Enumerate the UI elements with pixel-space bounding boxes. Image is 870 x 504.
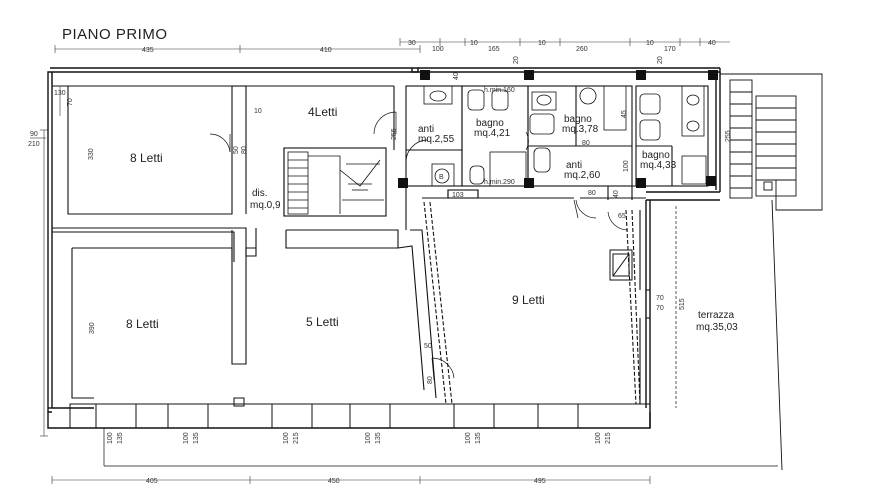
dim-70a: 70 bbox=[656, 295, 664, 302]
dim-90: 90 bbox=[30, 131, 38, 138]
win2-h: 135 bbox=[193, 432, 200, 444]
dim-top-170: 170 bbox=[664, 46, 676, 53]
anti2-area: mq.2,60 bbox=[564, 170, 601, 181]
win5-w: 100 bbox=[465, 432, 472, 444]
terrazza-area: mq.35,03 bbox=[696, 322, 738, 333]
wall-columns bbox=[398, 70, 718, 188]
win3-w: 100 bbox=[283, 432, 290, 444]
dim-top-40: 40 bbox=[708, 40, 716, 47]
dim-20b: 20 bbox=[657, 56, 664, 64]
bagno3-area: mq.4,33 bbox=[640, 160, 677, 171]
dim-80c: 80 bbox=[588, 190, 596, 197]
dim-top-30: 30 bbox=[408, 40, 416, 47]
room-bottom-mid-label: 5 Letti bbox=[306, 315, 339, 329]
room-bottom-right-label: 9 Letti bbox=[512, 293, 545, 307]
bagno2-area: mq.3,78 bbox=[562, 124, 599, 135]
dim-hmin290: h.min.290 bbox=[484, 179, 515, 186]
dim-390: 390 bbox=[89, 322, 96, 334]
win4-h: 135 bbox=[375, 432, 382, 444]
dim-80: 80 bbox=[241, 146, 248, 154]
dim-80b: 80 bbox=[582, 140, 590, 147]
dim-top-410: 410 bbox=[320, 47, 332, 54]
dim-50b: 50 bbox=[424, 343, 432, 350]
dim-10: 10 bbox=[254, 108, 262, 115]
dim-top-165: 165 bbox=[488, 46, 500, 53]
exterior-walls bbox=[47, 67, 721, 429]
dim-top-10c: 10 bbox=[646, 40, 654, 47]
dim-40b: 40 bbox=[613, 190, 620, 198]
bagno2-name: bagno bbox=[564, 114, 592, 125]
dim-70b: 70 bbox=[656, 305, 664, 312]
dis-name: dis. bbox=[252, 188, 268, 199]
sanitary-fixtures bbox=[423, 85, 707, 187]
bagno1-name: bagno bbox=[476, 118, 504, 129]
dim-top-260: 260 bbox=[576, 46, 588, 53]
dim-80d: 80 bbox=[427, 376, 434, 384]
dim-top-100: 100 bbox=[432, 46, 444, 53]
staircase bbox=[287, 151, 384, 215]
dim-45: 45 bbox=[621, 110, 628, 118]
dim-top-435: 435 bbox=[142, 47, 154, 54]
win6-w: 100 bbox=[595, 432, 602, 444]
bottom-dimension-line bbox=[51, 476, 651, 484]
dim-130: 130 bbox=[54, 90, 66, 97]
south-wall-piers bbox=[69, 397, 651, 429]
dim-bottom-450: 450 bbox=[328, 478, 340, 485]
room-top-left-label: 8 Letti bbox=[130, 151, 163, 165]
dim-255b: 255 bbox=[725, 130, 732, 142]
top-dimension-line bbox=[54, 38, 730, 53]
door-swings bbox=[209, 111, 629, 381]
bagno3-name: bagno bbox=[642, 150, 670, 161]
dim-103: 103 bbox=[452, 192, 464, 199]
anti1-name: anti bbox=[418, 124, 434, 135]
room-labels: 8 Letti 4Letti 8 Letti 5 Letti 9 Letti d… bbox=[126, 105, 738, 333]
room-bottom-left-label: 8 Letti bbox=[126, 317, 159, 331]
dim-40: 40 bbox=[453, 72, 460, 80]
dim-100: 100 bbox=[623, 160, 630, 172]
anti1-area: mq.2,55 bbox=[418, 134, 455, 145]
win2-w: 100 bbox=[183, 432, 190, 444]
plan-title: PIANO PRIMO bbox=[62, 26, 168, 43]
win1-w: 100 bbox=[107, 432, 114, 444]
window-dims: 100 135 100 135 100 215 100 135 100 135 … bbox=[107, 432, 612, 444]
dim-20a: 20 bbox=[513, 56, 520, 64]
terrace-outline bbox=[103, 206, 778, 467]
dim-hmin160: h.min.160 bbox=[484, 87, 515, 94]
win5-h: 135 bbox=[475, 432, 482, 444]
interior-walls bbox=[51, 72, 709, 405]
misc-dims: 130 70 330 10 50 80 90 210 255 40 h.min.… bbox=[28, 56, 732, 384]
terrazza-name: terrazza bbox=[698, 310, 735, 321]
dim-top-10a: 10 bbox=[470, 40, 478, 47]
room-top-mid-label: 4Letti bbox=[308, 105, 337, 119]
chimney-flue bbox=[609, 249, 633, 281]
dim-bottom-405: 405 bbox=[146, 478, 158, 485]
dim-65: 65 bbox=[618, 213, 626, 220]
dim-330: 330 bbox=[88, 148, 95, 160]
dim-515: 515 bbox=[679, 298, 686, 310]
dim-top-10b: 10 bbox=[538, 40, 546, 47]
dis-area: mq.0,9 bbox=[250, 200, 281, 211]
dim-70: 70 bbox=[67, 98, 74, 106]
win4-w: 100 bbox=[365, 432, 372, 444]
win1-h: 135 bbox=[117, 432, 124, 444]
dim-bottom-495: 495 bbox=[534, 478, 546, 485]
left-dimension-line bbox=[30, 86, 61, 437]
dim-210: 210 bbox=[28, 141, 40, 148]
bagno1-area: mq.4,21 bbox=[474, 128, 511, 139]
anti2-name: anti bbox=[566, 160, 582, 171]
win3-h: 215 bbox=[293, 432, 300, 444]
win6-h: 215 bbox=[605, 432, 612, 444]
exterior-staircase bbox=[720, 73, 823, 471]
dim-50: 50 bbox=[233, 146, 240, 154]
dim-255: 255 bbox=[391, 128, 398, 140]
boiler-label: B bbox=[439, 174, 444, 181]
